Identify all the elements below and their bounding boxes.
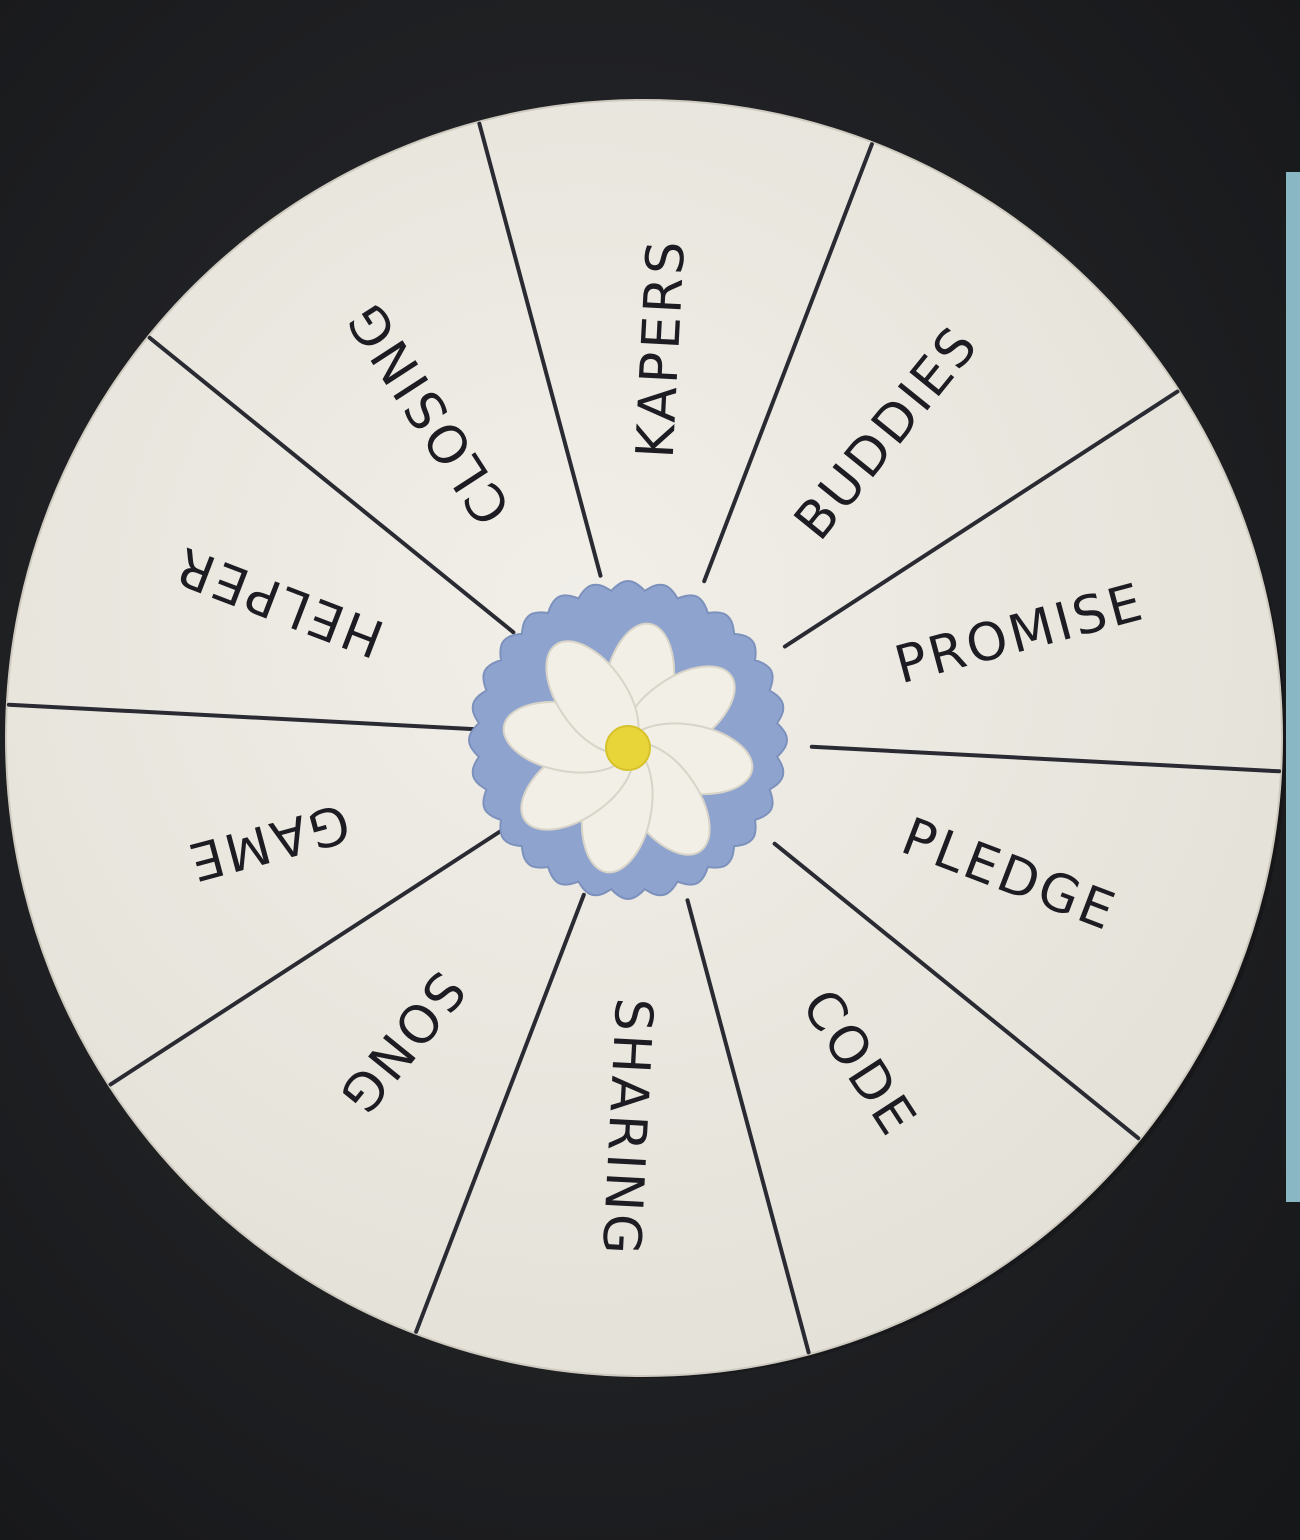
side-card-edge	[1286, 172, 1300, 1202]
flower-center-dot	[605, 725, 651, 771]
wedge-label-sharing: SHARING	[590, 997, 663, 1259]
wedge-divider-line	[6, 702, 479, 732]
wedge-divider-line	[414, 892, 586, 1334]
wedge-divider-line	[108, 827, 506, 1087]
wedge-divider-line	[702, 142, 874, 584]
wedge-divider-line	[782, 389, 1180, 649]
wedge-divider-line	[809, 744, 1282, 774]
wedge-divider-line	[147, 335, 516, 635]
wedge-divider-line	[477, 121, 603, 578]
daisy-flower-icon	[502, 622, 754, 874]
center-decoration	[467, 579, 789, 901]
wedge-dividers	[6, 121, 1282, 1355]
wedge-label-kapers: KAPERS	[626, 237, 697, 460]
wedge-divider-line	[685, 898, 811, 1355]
wedge-divider-line	[772, 841, 1141, 1141]
